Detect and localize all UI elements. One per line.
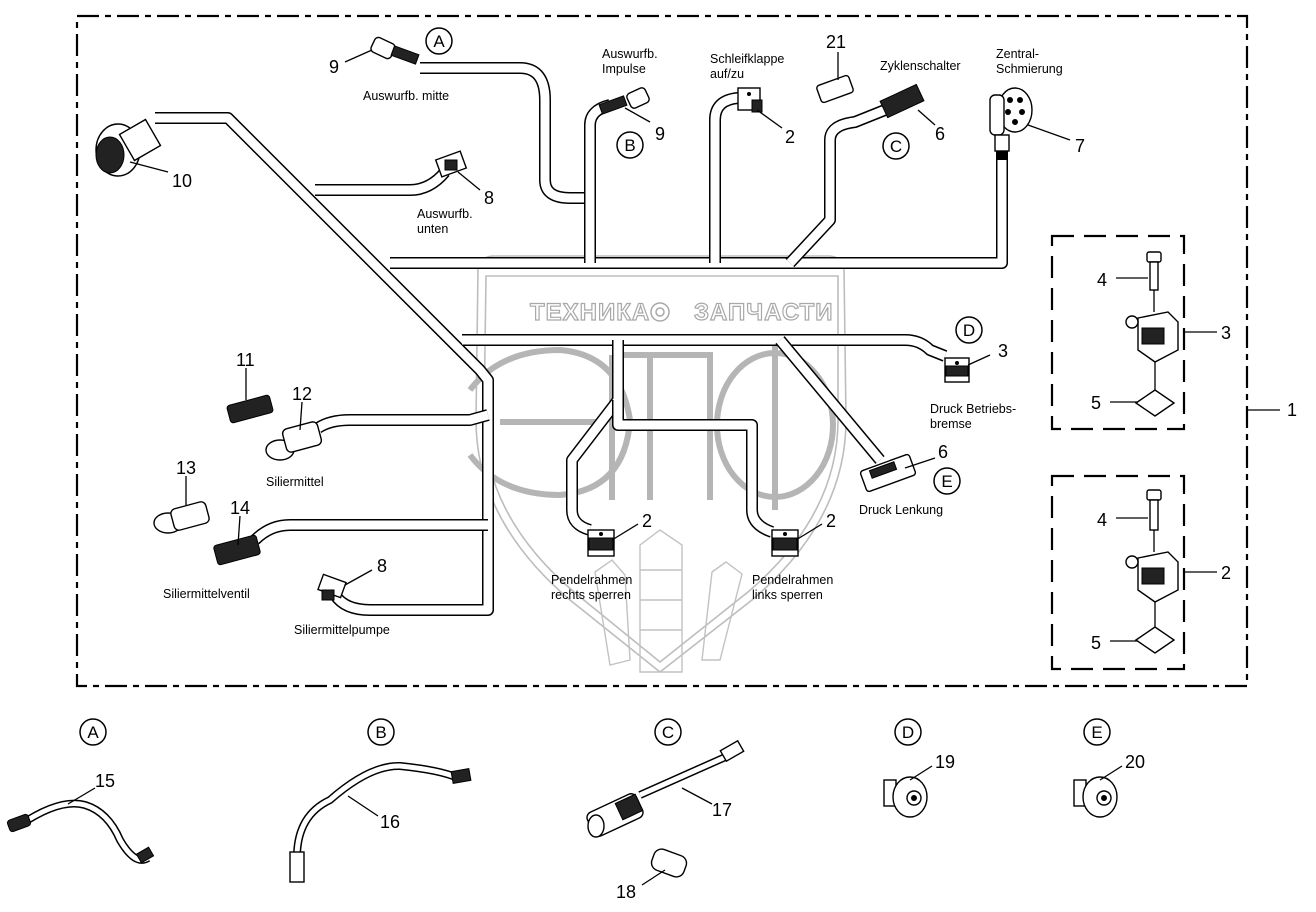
part-number-2-links: 2 bbox=[826, 511, 836, 531]
connector-7 bbox=[989, 87, 1033, 152]
connector-6-top bbox=[879, 83, 925, 119]
label-schleifklappe-2: auf/zu bbox=[710, 67, 744, 81]
harness-wires bbox=[155, 62, 1008, 616]
part-number-8-upper: 8 bbox=[484, 188, 494, 208]
connector-8-lower bbox=[317, 573, 347, 601]
detail-d-callout: D bbox=[902, 723, 914, 742]
part-number-18: 18 bbox=[616, 882, 636, 902]
label-auswurfb-impulse-1: Auswurfb. bbox=[602, 47, 658, 61]
watermark-text-right: ЗАПЧАСТИ bbox=[694, 299, 834, 326]
connector-8-upper bbox=[434, 150, 468, 178]
solenoid-plug-2-top bbox=[737, 87, 763, 113]
connector-21 bbox=[816, 52, 854, 104]
callout-e: E bbox=[941, 472, 952, 491]
label-pendel-rechts-1: Pendelrahmen bbox=[551, 573, 632, 587]
part-number-6-top: 6 bbox=[935, 124, 945, 144]
part-number-17: 17 bbox=[712, 800, 732, 820]
assembly-number: 1 bbox=[1287, 400, 1297, 420]
kit-3-bolt-number: 4 bbox=[1097, 270, 1107, 290]
label-druck-betriebs-2: bremse bbox=[930, 417, 972, 431]
label-siliermittel: Siliermittel bbox=[266, 475, 324, 489]
callout-d: D bbox=[963, 321, 975, 340]
callouts-harness: A B C D E bbox=[425, 27, 983, 495]
detail-c-callout: C bbox=[662, 723, 674, 742]
part-number-13: 13 bbox=[176, 458, 196, 478]
connector-6-lower bbox=[859, 453, 917, 493]
label-zentral-1: Zentral- bbox=[996, 47, 1039, 61]
kit-3-number: 3 bbox=[1221, 323, 1231, 343]
label-schleifklappe-1: Schleifklappe bbox=[710, 52, 784, 66]
label-pendel-links-1: Pendelrahmen bbox=[752, 573, 833, 587]
gear-icon bbox=[650, 302, 670, 322]
part-number-20: 20 bbox=[1125, 752, 1145, 772]
label-siliermittelventil: Siliermittelventil bbox=[163, 587, 250, 601]
detail-e: E 20 bbox=[1073, 718, 1145, 818]
connector-9-b bbox=[598, 87, 650, 115]
part-numbers: 9 9 2 21 6 7 10 8 3 6 11 12 13 14 8 2 2 bbox=[172, 32, 1085, 576]
solenoid-plug-3 bbox=[944, 357, 970, 383]
callout-b: B bbox=[624, 136, 635, 155]
callout-c: C bbox=[890, 137, 902, 156]
detail-b: B 16 bbox=[289, 718, 472, 883]
part-number-12: 12 bbox=[292, 384, 312, 404]
detail-c: C 17 18 bbox=[586, 718, 745, 902]
part-number-21: 21 bbox=[826, 32, 846, 52]
leader-lines bbox=[129, 49, 1071, 586]
part-number-2-top: 2 bbox=[785, 127, 795, 147]
label-druck-lenkung: Druck Lenkung bbox=[859, 503, 943, 517]
solenoid-plug-2-links bbox=[771, 529, 799, 557]
part-number-8-lower: 8 bbox=[377, 556, 387, 576]
connector-12 bbox=[265, 421, 323, 461]
label-auswurfb-unten-2: unten bbox=[417, 222, 448, 236]
connector-11 bbox=[226, 394, 274, 424]
label-pendel-rechts-2: rechts sperren bbox=[551, 588, 631, 602]
label-siliermittelpumpe: Siliermittelpumpe bbox=[294, 623, 390, 637]
detail-a: A 15 bbox=[6, 718, 155, 864]
part-number-9b: 9 bbox=[655, 124, 665, 144]
part-number-15: 15 bbox=[95, 771, 115, 791]
label-auswurfb-impulse-2: Impulse bbox=[602, 62, 646, 76]
solenoid-plug-2-rechts bbox=[587, 529, 615, 557]
label-pendel-links-2: links sperren bbox=[752, 588, 823, 602]
label-druck-betriebs-1: Druck Betriebs- bbox=[930, 402, 1016, 416]
detail-d: D 19 bbox=[883, 718, 955, 818]
watermark-text-left: ТЕХНИКА bbox=[530, 299, 650, 326]
connector-10 bbox=[95, 118, 162, 177]
part-number-11: 11 bbox=[236, 350, 255, 370]
part-number-10: 10 bbox=[172, 171, 192, 191]
part-number-2-rechts: 2 bbox=[642, 511, 652, 531]
label-zentral-2: Schmierung bbox=[996, 62, 1063, 76]
detail-b-callout: B bbox=[375, 723, 386, 742]
kit-3-seal-number: 5 bbox=[1091, 393, 1101, 413]
part-number-14: 14 bbox=[230, 498, 250, 518]
part-number-16: 16 bbox=[380, 812, 400, 832]
kit-3: 4 5 3 bbox=[1050, 234, 1231, 431]
part-number-3: 3 bbox=[998, 341, 1008, 361]
detail-a-callout: A bbox=[87, 723, 99, 742]
connector-9-a bbox=[370, 36, 420, 65]
part-number-9a: 9 bbox=[329, 57, 339, 77]
kit-2-number: 2 bbox=[1221, 563, 1231, 583]
connector-13 bbox=[153, 501, 210, 534]
watermark: ТЕХНИКА ЗАПЧАСТИ bbox=[467, 255, 847, 674]
connector-14 bbox=[213, 534, 261, 566]
label-auswurfb-unten-1: Auswurfb. bbox=[417, 207, 473, 221]
label-auswurfb-mitte: Auswurfb. mitte bbox=[363, 89, 449, 103]
part-number-19: 19 bbox=[935, 752, 955, 772]
label-zyklenschalter: Zyklenschalter bbox=[880, 59, 961, 73]
kit-2-bolt-number: 4 bbox=[1097, 510, 1107, 530]
detail-e-callout: E bbox=[1091, 723, 1102, 742]
part-number-6-lower: 6 bbox=[938, 442, 948, 462]
part-number-7: 7 bbox=[1075, 136, 1085, 156]
part-labels: Auswurfb. mitte Auswurfb. Impulse Schlei… bbox=[163, 47, 1063, 637]
callout-a: A bbox=[433, 32, 445, 51]
kit-2: 4 5 2 bbox=[1050, 474, 1231, 671]
kit-2-seal-number: 5 bbox=[1091, 633, 1101, 653]
